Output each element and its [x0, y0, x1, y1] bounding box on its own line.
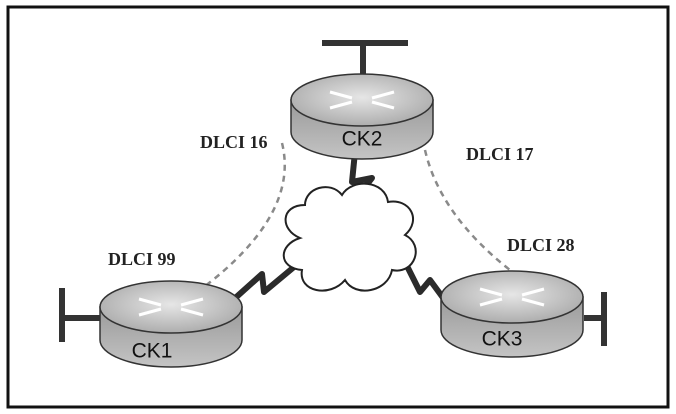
dlci-99-label: DLCI 99	[108, 249, 176, 269]
router-ck1[interactable]: CK1	[59, 280, 243, 368]
dlci-17-label: DLCI 17	[466, 144, 534, 164]
router-ck2[interactable]: CK2	[290, 40, 434, 160]
dlci-16-label: DLCI 16	[200, 132, 268, 152]
router-ck2-label: CK2	[342, 128, 383, 151]
router-ck3-label: CK3	[482, 328, 523, 351]
frame-relay-cloud	[282, 182, 417, 292]
router-ck1-label: CK1	[132, 340, 173, 363]
router-arrows-icon	[479, 287, 545, 307]
router-ck3[interactable]: CK3	[440, 270, 607, 358]
serial-link-ck1	[230, 259, 302, 303]
pvc-ck2-ck3-dashed-line	[423, 149, 511, 271]
router-arrows-icon	[329, 90, 395, 110]
dlci-28-label: DLCI 28	[507, 235, 575, 255]
router-arrows-icon	[138, 297, 204, 317]
